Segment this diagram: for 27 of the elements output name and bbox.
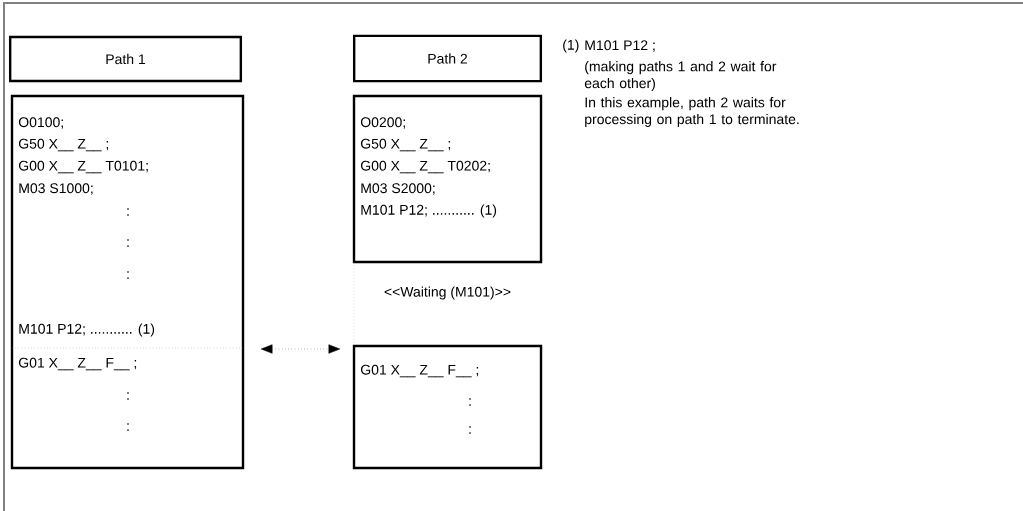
ellipsis-mark: : xyxy=(127,392,129,400)
waiting-region: <<Waiting (M101)>> xyxy=(353,261,511,347)
note-text: In this example, path 2 waits for processing on path 1 to terminate. xyxy=(585,97,799,127)
double-arrow xyxy=(260,344,341,354)
code-line: G01 X__ Z__ F__ ; xyxy=(361,364,479,378)
header-box: Path 2 xyxy=(353,34,543,83)
ellipsis-mark: : xyxy=(469,398,471,406)
code-line: G50 X__ Z__ ; xyxy=(361,138,451,152)
header-box: Path 1 xyxy=(8,35,243,83)
code-line: G00 X__ Z__ T0202; xyxy=(361,160,490,174)
code-line: O0200; xyxy=(360,117,405,129)
ellipsis-mark: : xyxy=(127,271,129,279)
code-line: G50 X__ Z__ ; xyxy=(19,138,109,152)
code-line: G01 X__ Z__ F__ ; xyxy=(19,357,137,371)
ellipsis-mark: : xyxy=(127,208,129,216)
note-number: (1) xyxy=(563,39,579,53)
code-line: M03 S1000; xyxy=(19,183,93,195)
ellipsis-mark: : xyxy=(127,423,129,431)
code-line: M101 P12; ........... (1) xyxy=(19,323,155,337)
note-text: M101 P12 ; xyxy=(585,40,655,52)
ellipsis-mark: : xyxy=(127,239,129,247)
code-line: M03 S2000; xyxy=(361,183,435,195)
ellipsis-mark: : xyxy=(469,426,471,434)
code-line: G00 X__ Z__ T0101; xyxy=(19,160,148,174)
note-text: (making paths 1 and 2 wait for each other) xyxy=(584,61,777,91)
code-line: M101 P12; ........... (1) xyxy=(361,204,497,218)
code-line: O0100; xyxy=(18,117,63,129)
